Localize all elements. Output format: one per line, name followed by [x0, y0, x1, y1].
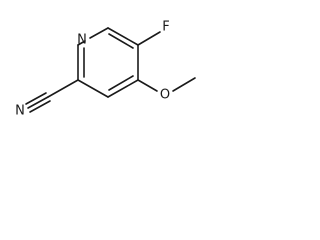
structure-diagram: N F O N [15, 20, 196, 119]
bond-c4-c5 [107, 79, 139, 98]
bond-c6-c1-double [108, 33, 134, 49]
bond-c3-c4 [77, 79, 109, 98]
nitrile-nitrogen-label: N [15, 104, 25, 119]
oxygen-label: O [160, 88, 170, 103]
bond-c1-ring-n [89, 27, 109, 39]
bond-ring-n-c2 [77, 40, 86, 46]
bond-nitrile-triple-2 [25, 92, 47, 105]
bond-c2-nitrile-carbon [47, 79, 79, 98]
bond-nitrile-triple-1 [27, 96, 49, 109]
bond-c5-oxygen [137, 79, 158, 92]
bond-nitrile-triple-3 [29, 100, 51, 113]
bond-c4-c5-double [108, 75, 134, 91]
bond-c6-c1 [107, 27, 139, 46]
bond-c6-fluorine [137, 31, 161, 46]
ring-nitrogen-label: N [77, 33, 87, 48]
fluorine-label: F [162, 20, 169, 35]
bond-oxygen-methyl [172, 77, 196, 92]
